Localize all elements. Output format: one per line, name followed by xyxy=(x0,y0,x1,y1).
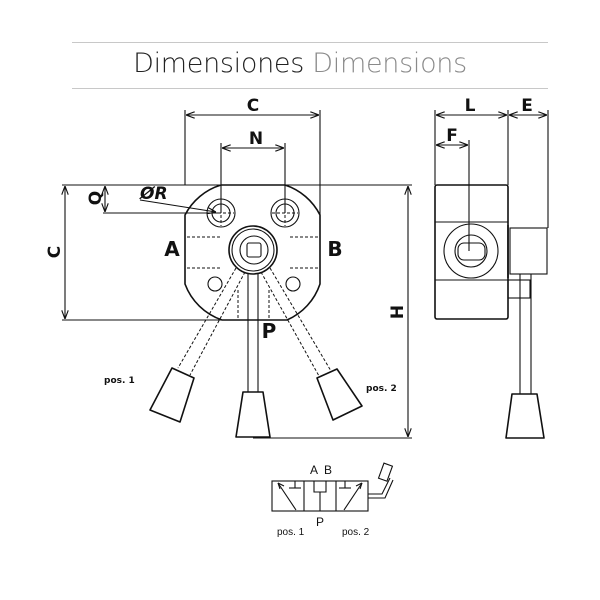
lever-center xyxy=(235,273,271,438)
port-label-b: B xyxy=(327,237,342,261)
dim-label-h: H xyxy=(388,305,408,319)
header-top-rule xyxy=(72,42,548,43)
port-label-p: P xyxy=(262,319,277,343)
valve-body xyxy=(184,184,321,321)
symbol-pos2: pos. 2 xyxy=(342,527,370,538)
dim-label-c-top: C xyxy=(247,96,259,116)
dim-label-e: E xyxy=(521,96,533,116)
lever-hub xyxy=(228,225,278,275)
side-hub xyxy=(443,223,499,279)
symbol-label-a: A xyxy=(310,463,318,477)
page-title: Dimensiones Dimensions xyxy=(0,48,600,79)
lever-pos2 xyxy=(260,267,363,421)
title-english: Dimensions xyxy=(312,48,467,79)
dim-label-q: Q xyxy=(86,191,106,205)
side-collar xyxy=(509,227,548,275)
dim-label-l: L xyxy=(465,96,476,116)
front-view: C N C Q ØR H A B P pos. 1 pos. 2 xyxy=(45,96,412,439)
title-spanish: Dimensiones xyxy=(133,48,304,79)
dashed-ports xyxy=(187,236,318,320)
small-hole-left xyxy=(207,276,223,292)
side-knob xyxy=(505,393,545,439)
header-bottom-rule xyxy=(72,88,548,89)
symbol-pos1: pos. 1 xyxy=(277,527,305,538)
dim-label-n: N xyxy=(249,129,263,149)
dim-label-f: F xyxy=(446,126,458,146)
symbol-label-b: B xyxy=(324,463,332,477)
pos1-label: pos. 1 xyxy=(104,376,135,386)
lever-pos1 xyxy=(149,267,246,423)
side-body xyxy=(434,184,509,320)
symbol-label-p: P xyxy=(316,515,324,529)
valve-symbol: A B P pos. 1 pos. 2 xyxy=(271,462,394,538)
pos2-label: pos. 2 xyxy=(366,384,397,394)
dim-label-c-left: C xyxy=(45,246,65,258)
dim-label-r: ØR xyxy=(139,184,168,204)
side-view: L E F xyxy=(434,96,549,439)
leader-r xyxy=(139,199,216,212)
small-hole-right xyxy=(285,276,301,292)
port-label-a: A xyxy=(164,237,180,261)
